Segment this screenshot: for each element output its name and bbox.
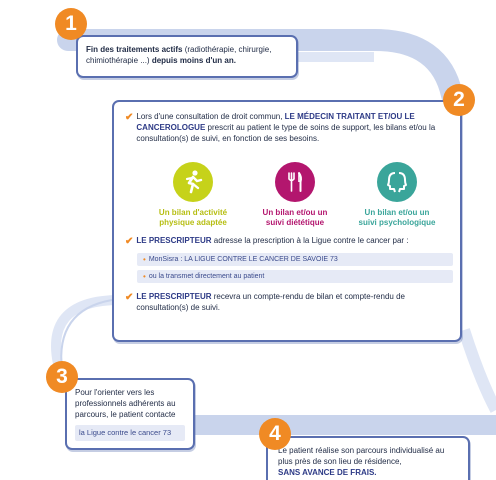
step-3-text: Pour l'orienter vers les professionnels … [75,388,176,420]
step-2-card: ✔ Lors d'une consultation de droit commu… [112,100,462,342]
bullet-icon: • [143,254,146,264]
care-options: Un bilan d'activité physique adaptée Un … [151,162,439,228]
step-1-bold-a: Fin des traitements actifs [86,45,183,54]
check-icon: ✔ [125,112,134,123]
option-physical-activity: Un bilan d'activité physique adaptée [151,162,235,228]
option-label: Un bilan et/ou un suivi diététique [262,208,328,228]
step-4-bold: SANS AVANCE DE FRAIS. [278,468,377,478]
channel-text: MonSisra : LA LIGUE CONTRE LE CANCER DE … [148,255,338,263]
step-1-text: (radiothérapie, chirurgie, chimiothérapi… [86,45,272,66]
option-dietetic: Un bilan et/ou un suivi diététique [253,162,337,228]
step-4-card: Le patient réalise son parcours individu… [266,436,470,480]
channel-text: ou la transmet directement au patient [148,272,265,280]
prescriber-bold: LE PRESCRIPTEUR [136,236,212,246]
report-bold: LE PRESCRIPTEUR [136,291,212,301]
option-label: Un bilan d'activité physique adaptée [158,208,228,228]
step-2-intro-a: Lors d'une consultation de droit commun, [136,112,285,121]
step-2-intro-b: prescrit au patient le type de soins de … [136,123,436,144]
step-2-intro: ✔ Lors d'une consultation de droit commu… [125,111,449,144]
fork-knife-icon [275,162,315,203]
channel-monsisra: • MonSisra : LA LIGUE CONTRE LE CANCER D… [137,252,453,266]
step-3-card: Pour l'orienter vers les professionnels … [65,378,195,450]
channel-direct: • ou la transmet directement au patient [137,269,453,283]
step-2-prescriber: ✔ LE PRESCRIPTEUR adresse la prescriptio… [125,235,449,249]
option-label: Un bilan et/ou un suivi psychologique [358,208,436,228]
step-4-number: 4 [259,418,291,450]
prescriber-text: adresse la prescription à la Ligue contr… [211,236,409,246]
running-person-icon [173,162,213,203]
step-2-intro-bold: LE MÉDECIN TRAITANT ET/OU LE CANCEROLOGU… [136,112,415,133]
step-4-text: Le patient réalise son parcours individu… [278,446,445,467]
check-icon: ✔ [125,291,134,303]
step-1-card: Fin des traitements actifs (radiothérapi… [76,35,298,78]
bullet-icon: • [143,271,146,281]
step-1-bold-b: depuis moins d'un an. [151,56,236,66]
report-text: recevra un compte-rendu de bilan et comp… [136,291,405,312]
head-profiles-icon [377,162,417,203]
ligue-contact-link[interactable]: la Ligue contre le cancer 73 [75,425,185,442]
step-2-number: 2 [443,84,475,116]
check-icon: ✔ [125,236,134,248]
step-3-number: 3 [46,361,78,393]
option-psychological: Un bilan et/ou un suivi psychologique [355,162,439,228]
step-1-number: 1 [55,8,87,40]
step-2-report: ✔ LE PRESCRIPTEUR recevra un compte-rend… [125,291,449,313]
